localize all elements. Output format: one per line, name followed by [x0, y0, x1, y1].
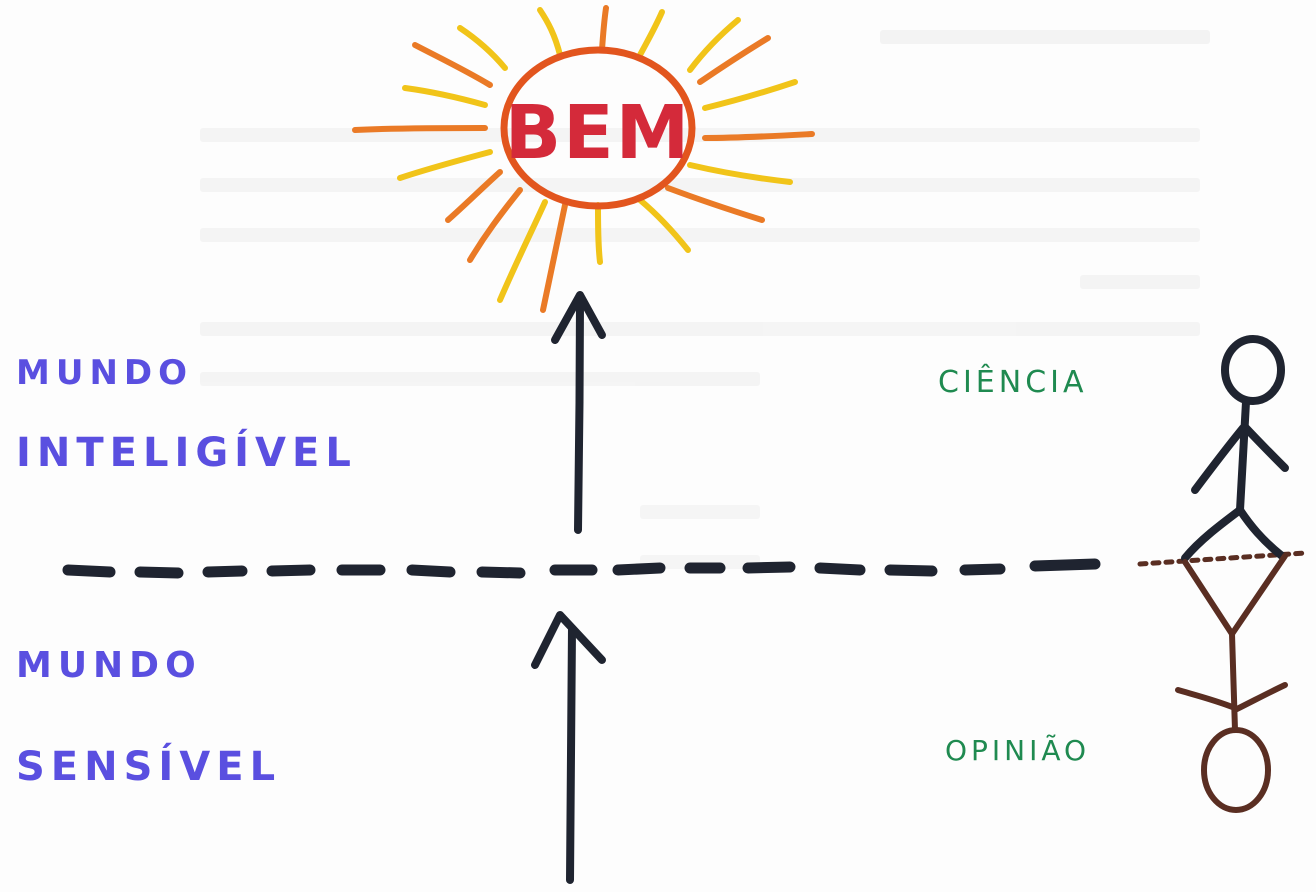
upper-world-label-line1: MUNDO: [16, 353, 193, 393]
sun: BEM: [352, 5, 815, 313]
sun-label: BEM: [505, 90, 692, 176]
sun-rays: [352, 5, 815, 313]
stick-figure-lower-head: [1201, 727, 1271, 813]
upper-knowledge-label: CIÊNCIA: [938, 364, 1088, 400]
lower-world-label-line2: SENSÍVEL: [16, 742, 281, 790]
world-divider-line: [62, 558, 1101, 579]
stick-figure-upper: [1181, 335, 1289, 562]
lower-world-label-line1: MUNDO: [16, 645, 202, 686]
stick-figure-lower: [1175, 553, 1288, 813]
bleed-through-text: [200, 30, 1210, 569]
sun-outline: [500, 46, 696, 210]
upper-world-label-line2: INTELIGÍVEL: [16, 428, 357, 476]
stick-figure-upper-head: [1221, 335, 1285, 405]
ascent-arrow-lower: [531, 611, 606, 884]
ascent-arrow-upper: [551, 291, 606, 534]
lower-knowledge-label: OPINIÃO: [945, 734, 1090, 767]
